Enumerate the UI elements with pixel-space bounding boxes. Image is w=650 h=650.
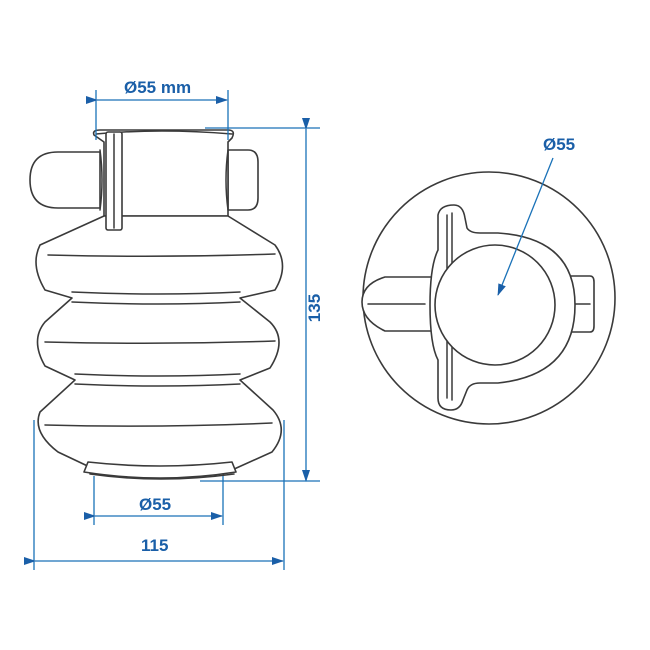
- top-diameter-label: Ø55 mm: [124, 78, 192, 97]
- right-ear: [227, 149, 259, 211]
- inner-circle: [434, 244, 556, 366]
- height-label: 135: [305, 293, 325, 323]
- top-view-diameter-label: Ø55: [543, 135, 576, 154]
- bottom-collar: [83, 461, 237, 479]
- top-view: [361, 157, 616, 425]
- left-ear: [29, 151, 101, 209]
- overall-width-label: 115: [141, 536, 169, 555]
- bottom-diameter-label: Ø55: [139, 495, 172, 514]
- side-dimensions: [24, 90, 320, 570]
- top-collar: [92, 129, 235, 217]
- side-view: [29, 129, 284, 480]
